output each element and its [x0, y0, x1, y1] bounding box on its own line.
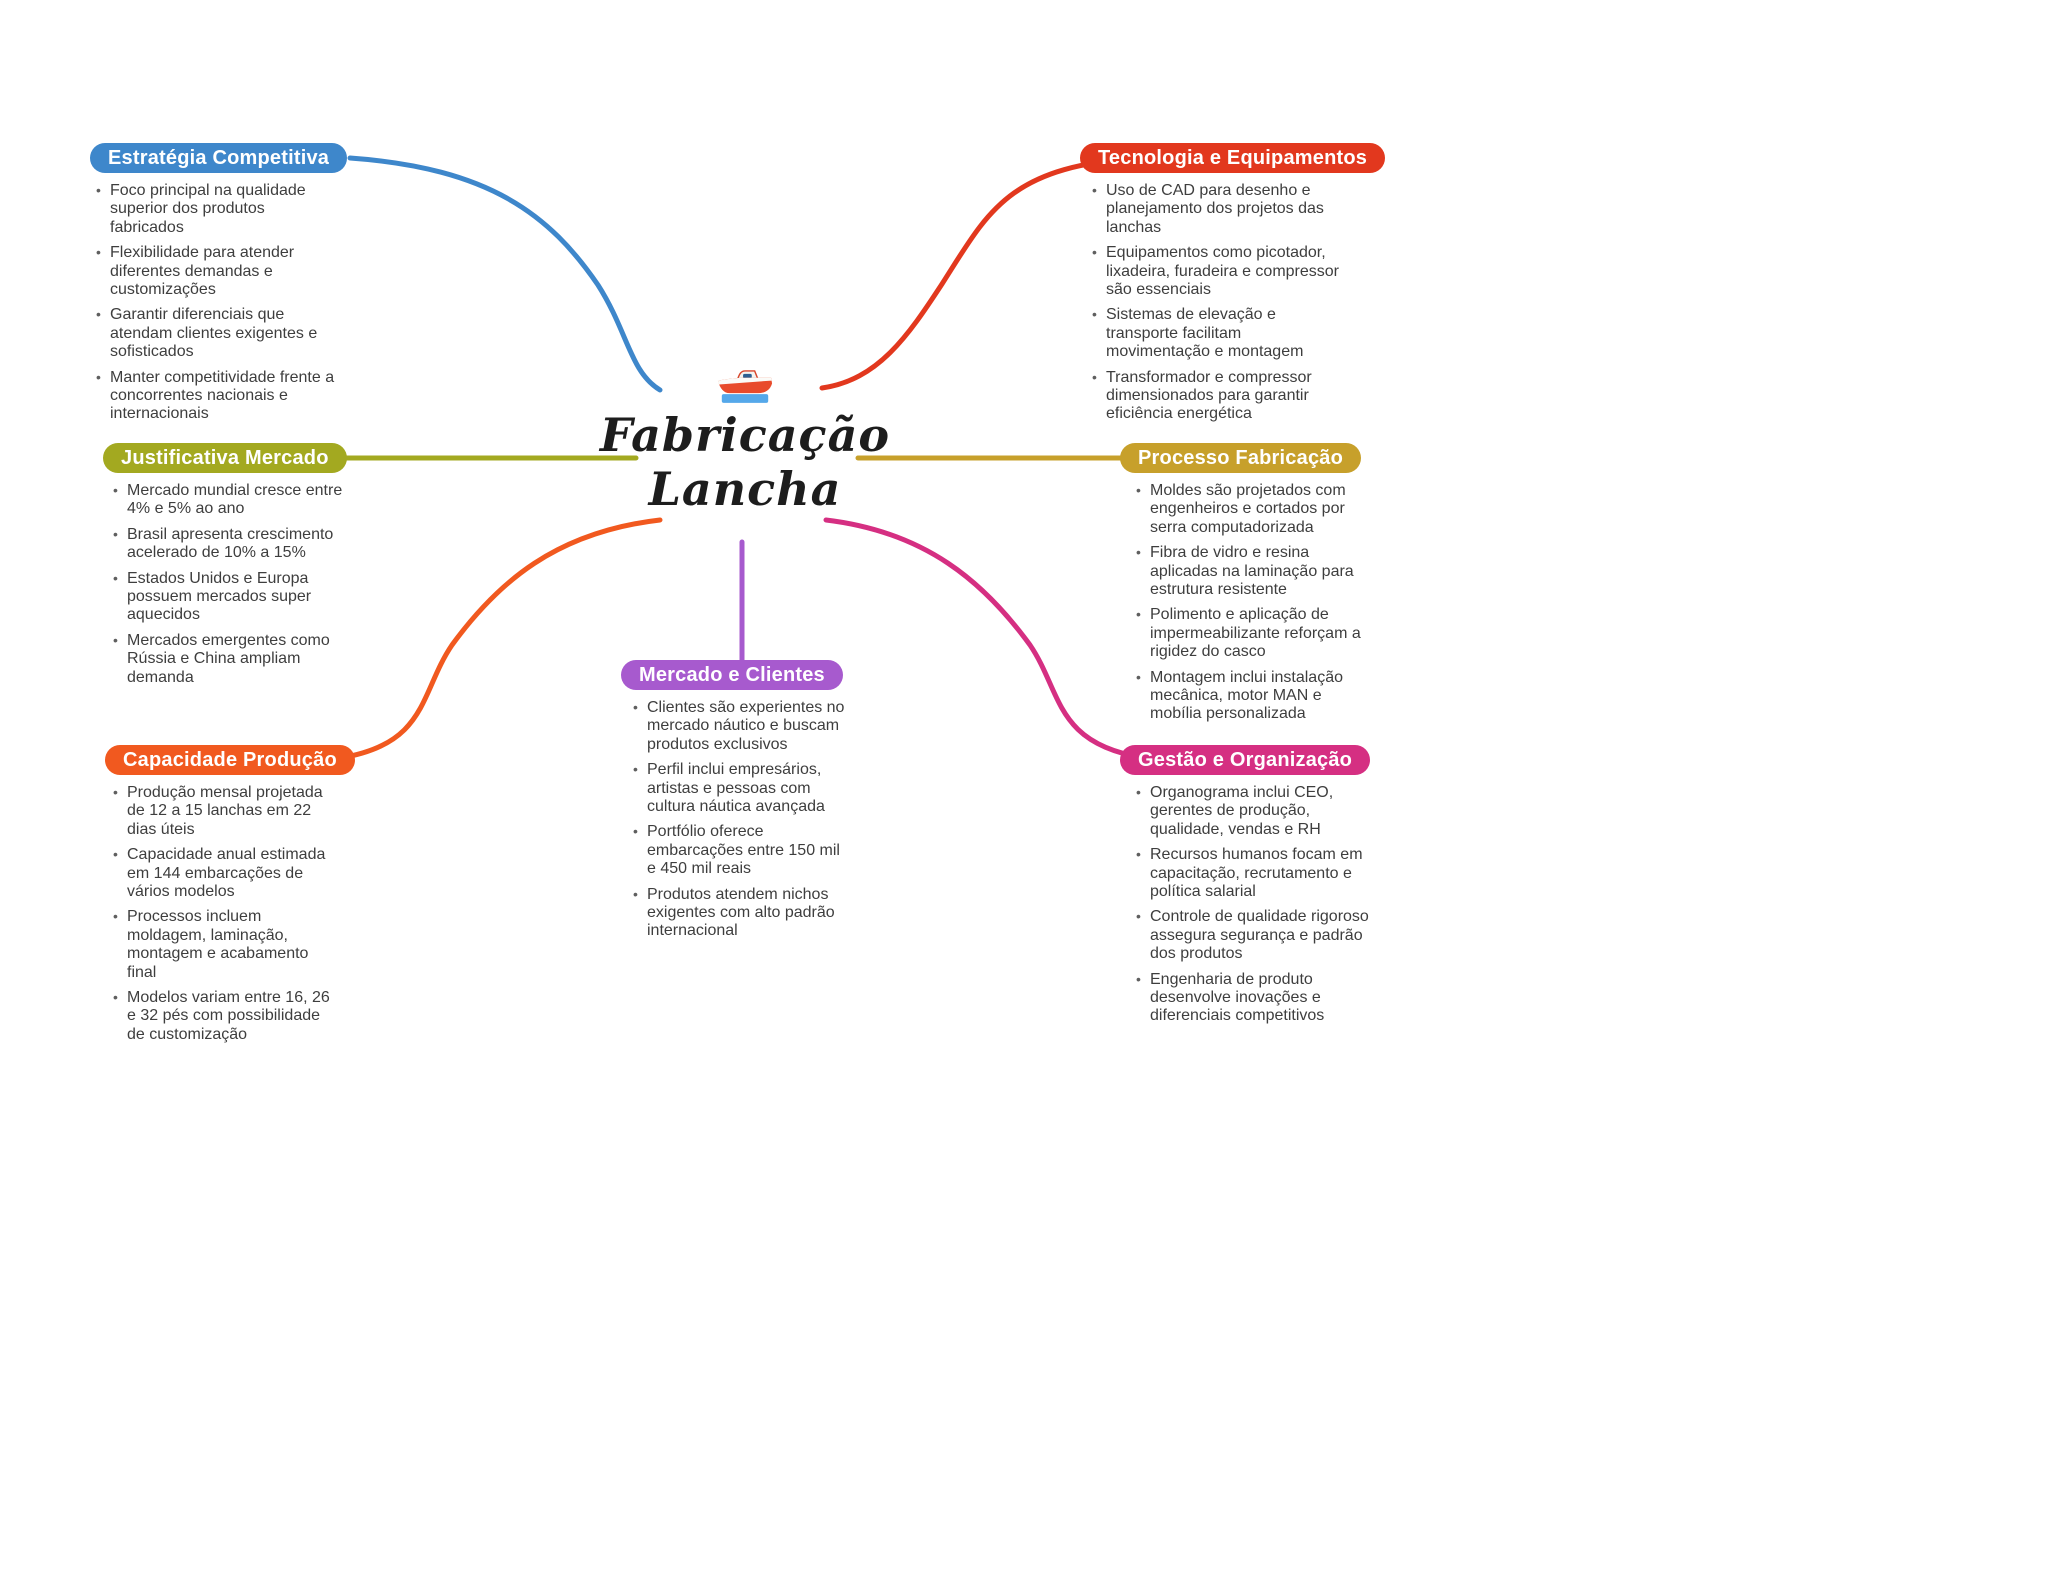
bullet-item: Brasil apresenta crescimento acelerado d…: [111, 526, 363, 563]
bullet-item: Produtos atendem nichos exigentes com al…: [631, 886, 853, 941]
bullet-item: Uso de CAD para desenho e planejamento d…: [1090, 182, 1342, 237]
bullet-item: Fibra de vidro e resina aplicadas na lam…: [1134, 544, 1369, 599]
bullet-item: Engenharia de produto desenvolve inovaçõ…: [1134, 971, 1372, 1026]
bullet-item: Montagem inclui instalação mecânica, mot…: [1134, 669, 1369, 724]
bullet-item: Recursos humanos focam em capacitação, r…: [1134, 846, 1372, 901]
connector-capacidade-producao: [337, 517, 663, 761]
bullet-item: Garantir diferenciais que atendam client…: [94, 306, 336, 361]
branch-bullets: Clientes são experientes no mercado náut…: [631, 699, 853, 941]
branch-mercado-clientes: Mercado e Clientes Clientes são experien…: [621, 660, 853, 948]
bullet-item: Portfólio oferece embarcações entre 150 …: [631, 823, 853, 878]
branch-bullets: Produção mensal projetada de 12 a 15 lan…: [111, 784, 339, 1044]
branch-title: Capacidade Produção: [123, 749, 337, 771]
connector-estrategia-competitiva: [347, 155, 663, 393]
branch-bullets: Moldes são projetados com engenheiros e …: [1134, 482, 1369, 724]
branch-bullets: Uso de CAD para desenho e planejamento d…: [1090, 182, 1342, 424]
bullet-item: Transformador e compressor dimensionados…: [1090, 369, 1342, 424]
branch-title-pill[interactable]: Capacidade Produção: [105, 745, 355, 775]
branch-processo-fabricacao: Processo Fabricação Moldes são projetado…: [1120, 443, 1369, 731]
branch-title: Gestão e Organização: [1138, 749, 1353, 771]
branch-gestao-organizacao: Gestão e Organização Organograma inclui …: [1120, 745, 1372, 1033]
bullet-item: Foco principal na qualidade superior dos…: [94, 182, 336, 237]
branch-title-pill[interactable]: Mercado e Clientes: [621, 660, 843, 690]
bullet-item: Sistemas de elevação e transporte facili…: [1090, 306, 1342, 361]
bullet-item: Polimento e aplicação de impermeabilizan…: [1134, 606, 1369, 661]
branch-title-pill[interactable]: Estratégia Competitiva: [90, 143, 348, 173]
branch-title: Processo Fabricação: [1138, 447, 1344, 469]
branch-estrategia-competitiva: Estratégia Competitiva Foco principal na…: [90, 143, 348, 431]
branch-bullets: Organograma inclui CEO, gerentes de prod…: [1134, 784, 1372, 1026]
bullet-item: Processos incluem moldagem, laminação, m…: [111, 908, 339, 982]
bullet-item: Mercados emergentes como Rússia e China …: [111, 632, 363, 687]
branch-title-pill[interactable]: Tecnologia e Equipamentos: [1080, 143, 1386, 173]
branch-title-pill[interactable]: Processo Fabricação: [1120, 443, 1362, 473]
branch-bullets: Mercado mundial cresce entre 4% e 5% ao …: [111, 482, 363, 687]
branch-title-pill[interactable]: Gestão e Organização: [1120, 745, 1371, 775]
bullet-item: Equipamentos como picotador, lixadeira, …: [1090, 244, 1342, 299]
bullet-item: Controle de qualidade rigoroso assegura …: [1134, 908, 1372, 963]
speedboat-icon: [595, 362, 895, 406]
branch-bullets: Foco principal na qualidade superior dos…: [94, 182, 336, 424]
center-node[interactable]: Fabricação Lancha: [595, 362, 895, 517]
branch-title: Estratégia Competitiva: [108, 147, 330, 169]
bullet-item: Estados Unidos e Europa possuem mercados…: [111, 570, 363, 625]
branch-title: Tecnologia e Equipamentos: [1098, 147, 1368, 169]
bullet-item: Manter competitividade frente a concorre…: [94, 369, 336, 424]
branch-title: Justificativa Mercado: [121, 447, 329, 469]
bullet-item: Perfil inclui empresários, artistas e pe…: [631, 761, 853, 816]
bullet-item: Modelos variam entre 16, 26 e 32 pés com…: [111, 989, 339, 1044]
connector-gestao-organizacao: [823, 517, 1148, 761]
branch-title-pill[interactable]: Justificativa Mercado: [103, 443, 347, 473]
bullet-item: Mercado mundial cresce entre 4% e 5% ao …: [111, 482, 363, 519]
bullet-item: Moldes são projetados com engenheiros e …: [1134, 482, 1369, 537]
center-title-line1: Fabricação: [599, 408, 891, 462]
center-title-line2: Lancha: [648, 462, 842, 517]
branch-justificativa-mercado: Justificativa Mercado Mercado mundial cr…: [103, 443, 363, 694]
branch-title: Mercado e Clientes: [639, 664, 825, 686]
bullet-item: Produção mensal projetada de 12 a 15 lan…: [111, 784, 339, 839]
bullet-item: Organograma inclui CEO, gerentes de prod…: [1134, 784, 1372, 839]
bullet-item: Flexibilidade para atender diferentes de…: [94, 244, 336, 299]
connector-tecnologia-equipamentos: [819, 155, 1143, 391]
branch-tecnologia-equipamentos: Tecnologia e Equipamentos Uso de CAD par…: [1080, 143, 1386, 431]
bullet-item: Clientes são experientes no mercado náut…: [631, 699, 853, 754]
bullet-item: Capacidade anual estimada em 144 embarca…: [111, 846, 339, 901]
branch-capacidade-producao: Capacidade Produção Produção mensal proj…: [105, 745, 355, 1051]
